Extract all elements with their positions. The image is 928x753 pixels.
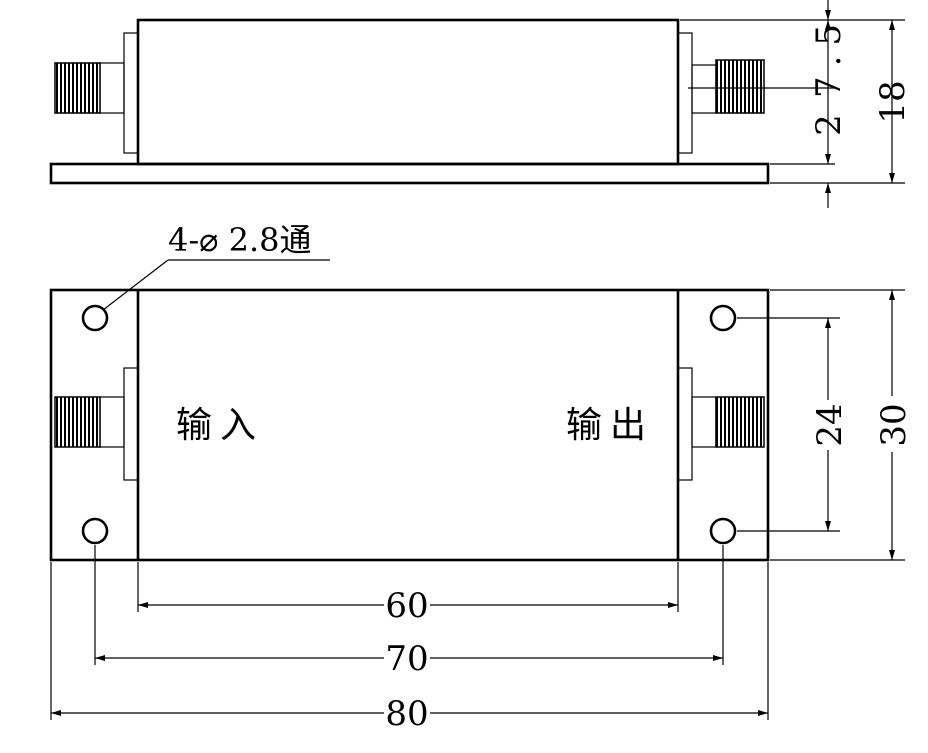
hole-leader: [102, 259, 330, 311]
output-connector-neck: [691, 396, 717, 448]
side-base-plate: [49, 162, 770, 185]
side-body: [136, 18, 680, 166]
output-connector-thread: [715, 396, 765, 448]
side-view: [49, 18, 835, 185]
side-connector-right-thread: [715, 59, 765, 114]
top-dimensions-vertical: [737, 289, 905, 561]
mounting-hole-top-right: [709, 304, 737, 332]
dim-label-18: 18: [873, 80, 913, 123]
input-connector-thread: [54, 396, 101, 448]
dim-label-30: 30: [874, 403, 914, 446]
side-connector-left-thread: [54, 62, 101, 114]
output-label: 输出: [566, 405, 654, 446]
dim-label-24: 24: [810, 403, 850, 446]
top-view: [49, 288, 770, 562]
top-dimensions-horizontal: [50, 545, 769, 726]
top-flange-left: [123, 367, 139, 481]
side-flange-right: [677, 32, 693, 154]
hole-note: 4-⌀ 2.8通: [168, 221, 312, 259]
side-dimensions: [680, 0, 905, 208]
mounting-hole-bottom-right: [709, 517, 737, 545]
top-flange-right: [677, 367, 693, 481]
dim-label-70: 70: [385, 639, 428, 679]
dim-label-7-5: 7.5: [809, 14, 849, 98]
dim-label-60: 60: [385, 586, 428, 626]
side-connector-left-neck: [99, 62, 125, 114]
input-connector-neck: [99, 396, 125, 448]
mounting-hole-top-left: [81, 304, 109, 332]
dim-label-2: 2: [809, 114, 849, 136]
side-connector-right-neck: [691, 64, 717, 114]
side-flange-left: [123, 32, 139, 154]
top-base-plate: [49, 288, 770, 562]
input-label: 输入: [176, 405, 264, 446]
mounting-hole-bottom-left: [81, 517, 109, 545]
dim-label-80: 80: [385, 694, 428, 734]
